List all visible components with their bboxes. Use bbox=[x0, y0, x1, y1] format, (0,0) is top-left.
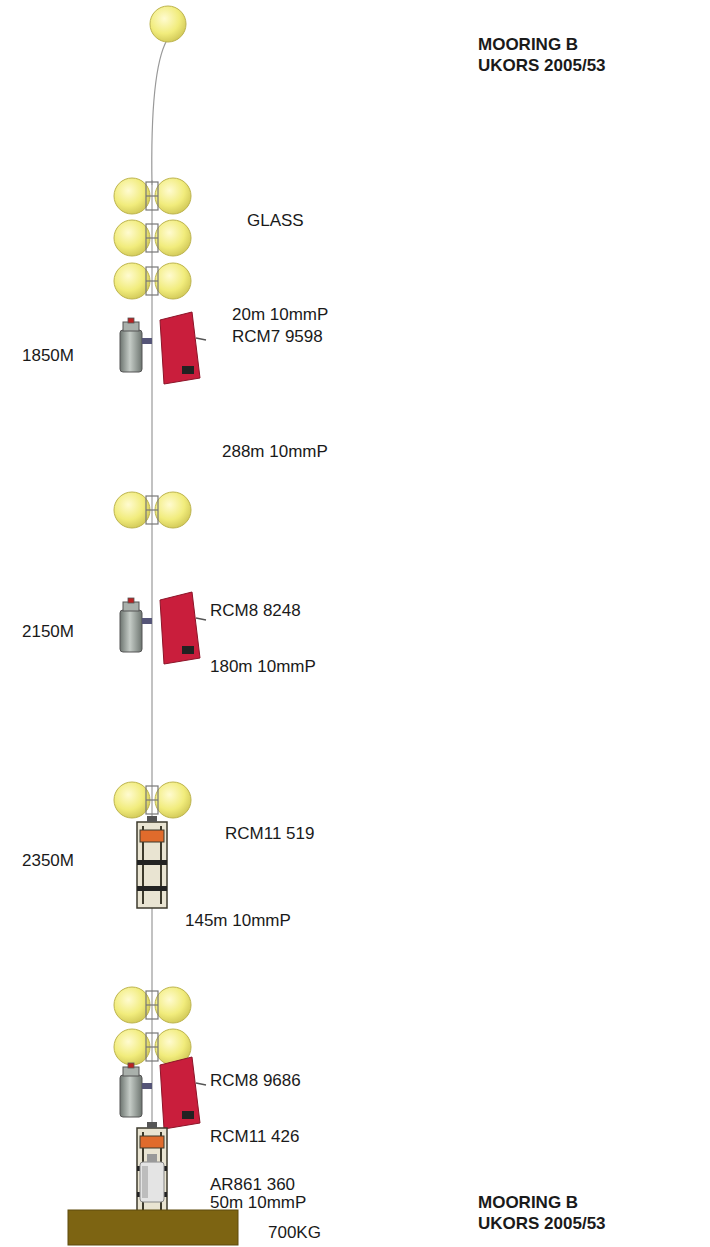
instrument-label: AR861 360 bbox=[210, 1176, 295, 1195]
mooring-title: MOORING B UKORS 2005/53 bbox=[478, 34, 623, 77]
instrument-label: RCM7 9598 bbox=[232, 328, 323, 347]
glass-label: GLASS bbox=[247, 212, 304, 231]
depth-label: 2350M bbox=[22, 852, 74, 871]
instrument-label: RCM11 519 bbox=[225, 825, 314, 844]
depth-label: 2150M bbox=[22, 623, 74, 642]
anchor-weight: 700KG bbox=[268, 1224, 321, 1243]
line-length: 288m 10mmP bbox=[222, 443, 328, 462]
instrument-label: RCM11 426 bbox=[210, 1128, 299, 1147]
depth-label: 1850M bbox=[22, 347, 74, 366]
instrument-label: RCM8 8248 bbox=[210, 602, 301, 621]
line-length: 145m 10mmP bbox=[185, 912, 291, 931]
instrument-label: RCM8 9686 bbox=[210, 1072, 301, 1091]
line-length: 50m 10mmP bbox=[210, 1194, 306, 1213]
line-length: 20m 10mmP bbox=[232, 306, 328, 325]
mooring-footer: MOORING B UKORS 2005/53 bbox=[478, 1192, 623, 1235]
line-length: 180m 10mmP bbox=[210, 658, 316, 677]
